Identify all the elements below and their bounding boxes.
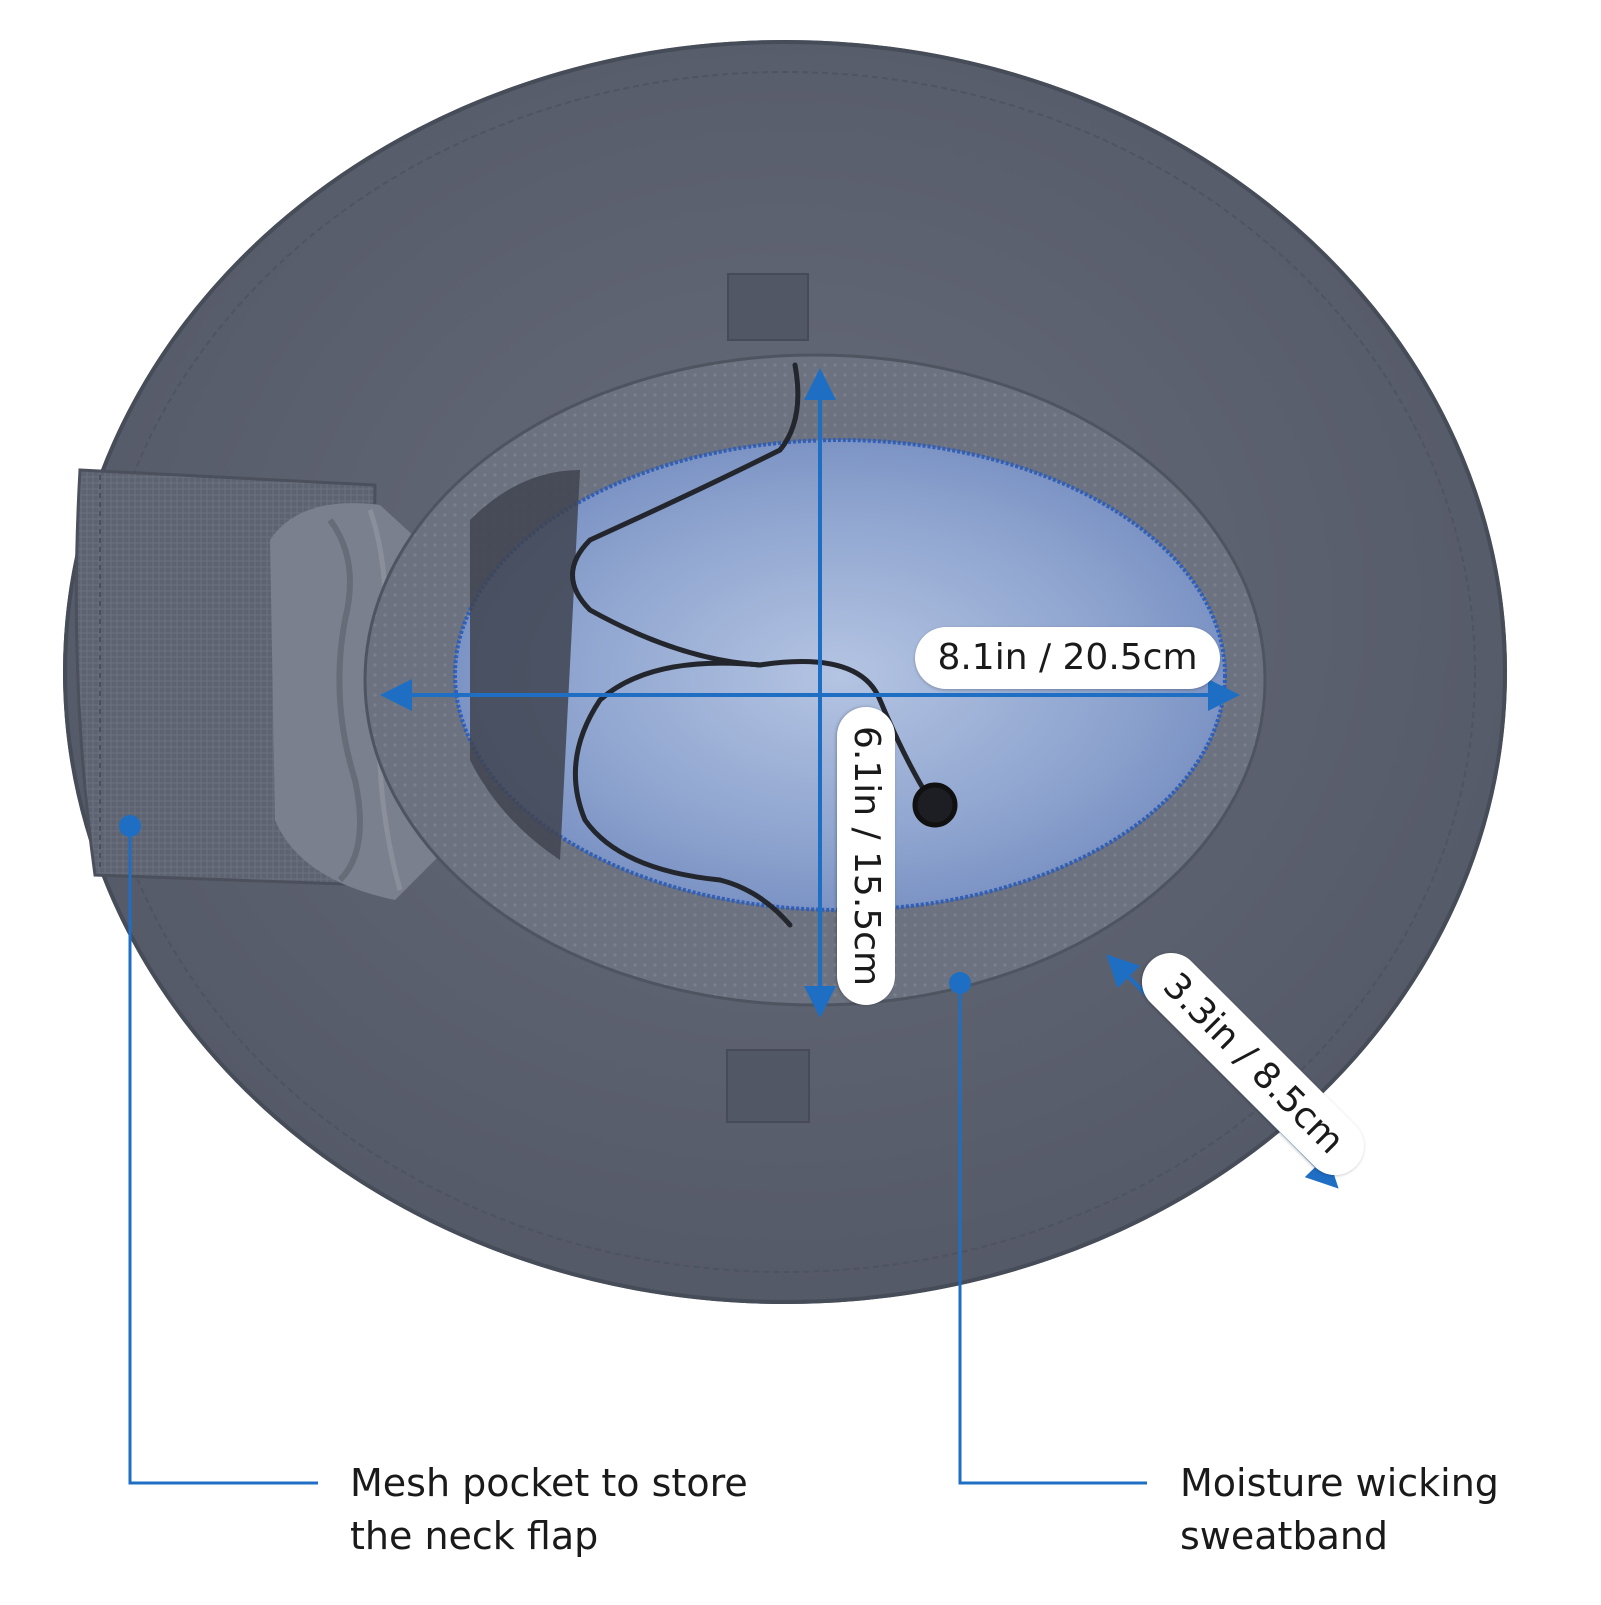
callout-mesh-leader xyxy=(119,815,318,1485)
callout-sweatband-leader xyxy=(949,972,1147,1485)
depth-label: 6.1in / 15.5cm xyxy=(837,707,895,1005)
width-label: 8.1in / 20.5cm xyxy=(915,627,1220,689)
callout-mesh-pocket: Mesh pocket to store the neck flap xyxy=(350,1461,748,1558)
velcro-tab-top xyxy=(727,273,809,341)
callout-sweatband: Moisture wicking sweatband xyxy=(1180,1461,1499,1558)
velcro-tab-bottom xyxy=(726,1049,810,1123)
